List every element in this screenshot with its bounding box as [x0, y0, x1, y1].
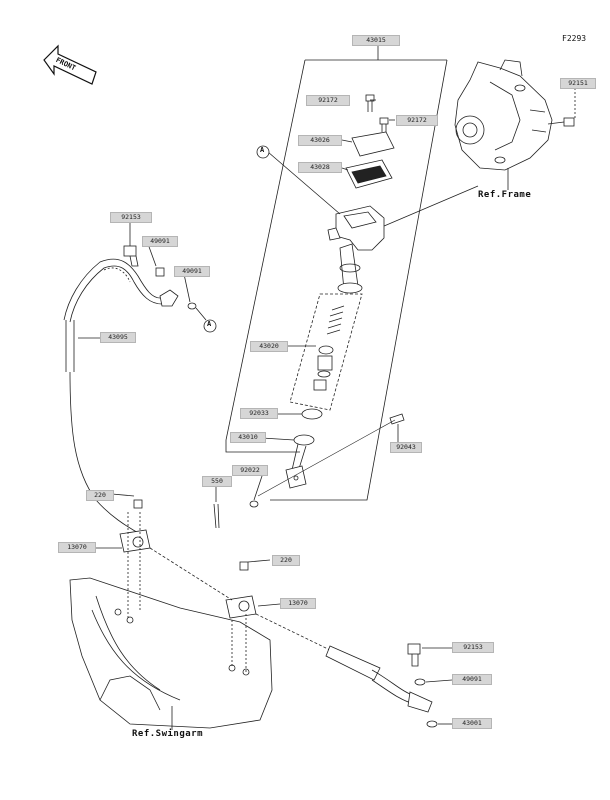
- leader-13070-b: [257, 603, 281, 607]
- part-label-92043[interactable]: 92043: [390, 442, 422, 453]
- push-rod-icon: [285, 434, 315, 489]
- ref-frame-label: Ref.Frame: [478, 190, 532, 200]
- front-arrow-icon: [43, 44, 97, 85]
- figure-code: F2293: [562, 34, 587, 43]
- callout-a-circle-upper: [256, 145, 270, 159]
- part-label-13070-a[interactable]: 13070: [58, 542, 96, 553]
- leader-43028: [341, 167, 349, 171]
- part-label-92172-b[interactable]: 92172: [396, 115, 438, 126]
- callout-a-upper: A: [260, 146, 265, 154]
- leader-220-a: [111, 493, 135, 497]
- part-label-92151[interactable]: 92151: [560, 78, 596, 89]
- leader-49091-a: [147, 243, 157, 267]
- part-label-92153-b[interactable]: 92153: [452, 642, 494, 653]
- gasket-49091-a-icon: [155, 267, 165, 277]
- callout-a-lower: A: [207, 320, 212, 328]
- bolt-92172-icon: [365, 94, 375, 112]
- part-label-49091-c[interactable]: 49091: [452, 674, 492, 685]
- washer-icon: [249, 500, 259, 508]
- part-label-43001[interactable]: 43001: [452, 718, 492, 729]
- leader-43010: [261, 437, 295, 441]
- part-label-13070-b[interactable]: 13070: [280, 598, 316, 609]
- hose-clamp-b-icon: [225, 561, 257, 672]
- assembly-bracket-bottom: [225, 440, 300, 453]
- callout-a-line-top: [267, 151, 341, 215]
- part-label-43015[interactable]: 43015: [352, 35, 400, 46]
- bolt-92172-b-icon: [379, 117, 389, 132]
- part-label-92033[interactable]: 92033: [240, 408, 278, 419]
- reservoir-cap-icon: [351, 131, 395, 157]
- part-label-49091-b[interactable]: 49091: [174, 266, 210, 277]
- part-label-43026[interactable]: 43026: [298, 135, 342, 146]
- part-label-220-b[interactable]: 220: [272, 555, 300, 566]
- gasket-43001-icon: [426, 720, 438, 728]
- cotter-pin-icon: [213, 503, 220, 529]
- callout-a-circle-lower: [203, 319, 217, 333]
- lower-hose-icon: [325, 645, 433, 713]
- part-label-43020[interactable]: 43020: [250, 341, 288, 352]
- hose-path-mid: [149, 547, 233, 601]
- mount-line: [369, 185, 479, 233]
- part-label-43028[interactable]: 43028: [298, 162, 342, 173]
- leader-43026: [341, 139, 353, 143]
- part-label-49091-a[interactable]: 49091: [142, 236, 178, 247]
- frame-bracket: [454, 59, 553, 171]
- clevis-pin-icon: [257, 413, 405, 497]
- brake-hose-icon: [63, 258, 179, 535]
- assembly-bracket-right: [270, 59, 448, 501]
- part-label-43010[interactable]: 43010: [230, 432, 266, 443]
- ref-swingarm-label: Ref.Swingarm: [132, 729, 204, 739]
- part-label-92022[interactable]: 92022: [232, 465, 268, 476]
- part-label-43095[interactable]: 43095: [100, 332, 136, 343]
- piston-kit-icon: [289, 293, 363, 411]
- leader-220-b: [247, 559, 271, 563]
- leader-49091-b: [183, 273, 191, 303]
- part-label-220-a[interactable]: 220: [86, 490, 114, 501]
- bolt-92151-icon: [547, 117, 575, 127]
- master-cylinder-icon: [327, 205, 385, 294]
- hose-path-lower: [255, 613, 331, 651]
- hose-clamp-icon: [119, 499, 151, 620]
- leader-49091-c: [425, 679, 453, 683]
- swingarm-icon: [69, 577, 273, 729]
- part-label-92153-a[interactable]: 92153: [110, 212, 152, 223]
- assembly-bracket-left: [225, 59, 306, 441]
- snap-ring-icon: [301, 408, 323, 420]
- gasket-49091-c-icon: [414, 678, 426, 686]
- diaphragm-icon: [345, 159, 393, 189]
- part-label-92172-a[interactable]: 92172: [306, 95, 350, 106]
- part-label-550[interactable]: 550: [202, 476, 232, 487]
- leader-callout-a-upper: [195, 307, 207, 321]
- gasket-49091-b-icon: [187, 302, 197, 310]
- banjo-bolt-b-icon: [407, 643, 421, 667]
